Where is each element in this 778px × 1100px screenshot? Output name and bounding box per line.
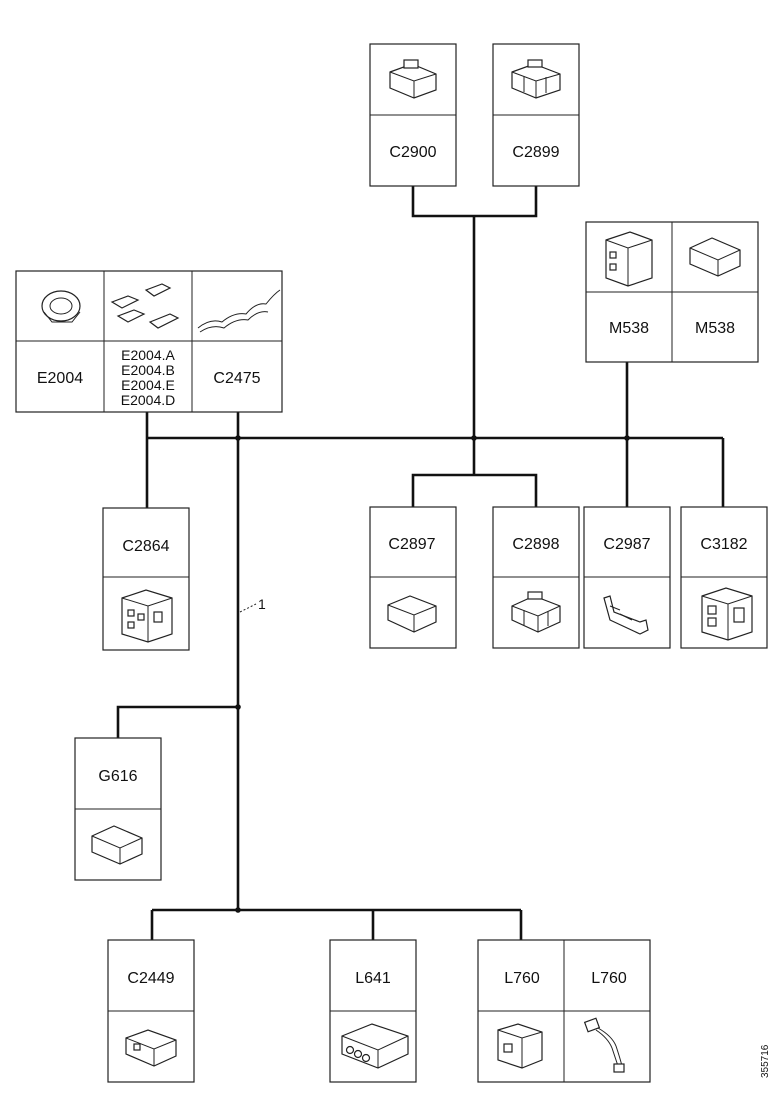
terminal-strip-icon [197, 289, 281, 333]
variant-label-b: E2004.B [121, 362, 175, 378]
junction-dot [235, 704, 241, 710]
relay-block-icon [605, 231, 653, 287]
connector-plug-icon [497, 1023, 543, 1069]
connector-plug-icon [125, 1029, 177, 1067]
connector-label: C2897 [388, 536, 435, 553]
connector-g616[interactable]: G616 [74, 737, 162, 881]
connector-label: C2864 [122, 538, 169, 555]
multi-pin-connector-icon [341, 1023, 409, 1069]
connector-c2899[interactable]: C2899 [492, 43, 580, 187]
junction-dot [235, 435, 241, 441]
junction-dot [471, 435, 477, 441]
terminal-set-icon [110, 283, 180, 329]
connector-c3182[interactable]: C3182 [680, 506, 768, 649]
connector-housing-icon [41, 290, 81, 323]
connector-c2897[interactable]: C2897 [369, 506, 457, 649]
terminal-pin-icon [603, 595, 649, 635]
connector-label: L760 [591, 970, 627, 987]
connector-plug-icon [387, 595, 437, 633]
wire-branch-g616 [116, 705, 238, 738]
connector-label: L760 [504, 970, 540, 987]
connector-c2449[interactable]: C2449 [107, 939, 195, 1083]
connector-plug-icon [389, 59, 437, 99]
variant-label-e: E2004.E [121, 377, 175, 393]
connector-plug-icon [511, 59, 561, 99]
connector-c2987[interactable]: C2987 [583, 506, 671, 649]
connector-label: L641 [355, 970, 391, 987]
figure-id: 355716 [760, 1044, 771, 1078]
connector-label: C2475 [213, 370, 260, 387]
wire-top-pair [411, 186, 538, 218]
connector-label: C2899 [512, 144, 559, 161]
multi-pin-connector-icon [121, 589, 173, 643]
variant-label-a: E2004.A [121, 347, 175, 363]
connector-m538[interactable]: M538 M538 [585, 221, 759, 363]
connector-plug-icon [689, 237, 741, 277]
connector-c2900[interactable]: C2900 [369, 43, 457, 187]
junction-dot [235, 907, 241, 913]
connector-plug-icon [511, 591, 561, 633]
connector-l760[interactable]: L760 L760 [477, 939, 651, 1083]
connector-label: G616 [98, 768, 137, 785]
connector-label: C2449 [127, 970, 174, 987]
connector-label: C3182 [700, 536, 747, 553]
connector-label: C2898 [512, 536, 559, 553]
harness-wires [116, 186, 725, 940]
connector-label: M538 [609, 320, 649, 337]
connector-label: C2987 [603, 536, 650, 553]
connector-e2004-group[interactable]: E2004 E2004.A E2004.B E2004.E E2004.D C2… [15, 270, 283, 413]
callout-number: 1 [258, 596, 266, 612]
connector-c2864[interactable]: C2864 [102, 507, 190, 651]
variant-label-d: E2004.D [121, 392, 175, 408]
connector-label: M538 [695, 320, 735, 337]
connector-c2898[interactable]: C2898 [492, 506, 580, 649]
callout-leader [239, 603, 257, 613]
connector-l641[interactable]: L641 [329, 939, 417, 1083]
junction-dot [624, 435, 630, 441]
multi-pin-connector-icon [701, 587, 753, 641]
connector-plug-icon [91, 825, 143, 865]
connector-label: E2004 [37, 370, 83, 387]
connector-label: C2900 [389, 144, 436, 161]
pigtail-connector-icon [583, 1017, 625, 1073]
wire-fork-c2897-c2898 [411, 473, 538, 507]
